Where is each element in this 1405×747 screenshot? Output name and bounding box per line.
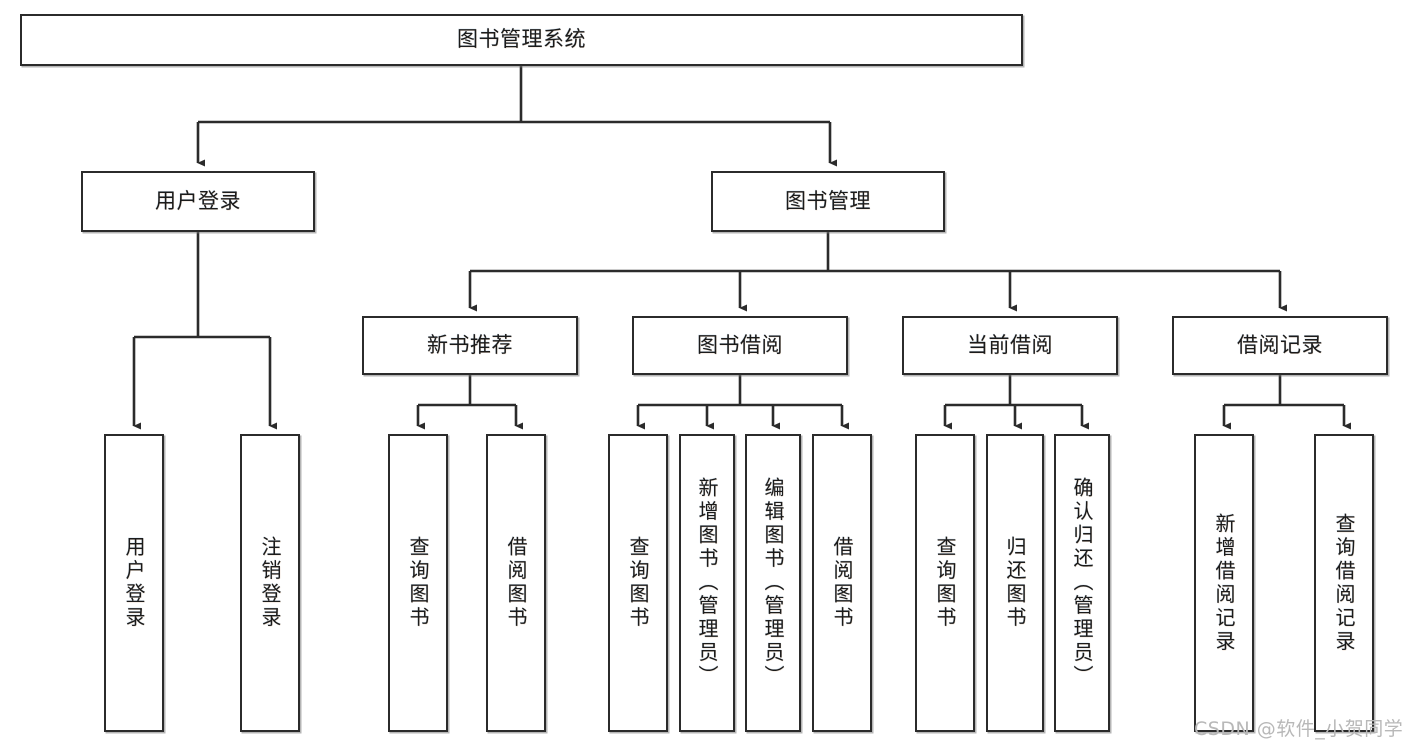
node-leaf-borrow-book-label: 借阅图书 bbox=[830, 536, 854, 630]
node-book-borrow-label: 图书借阅 bbox=[697, 332, 783, 357]
node-leaf-add-book[interactable]: 新增图书（管理员） bbox=[679, 434, 735, 732]
node-borrow-record-label: 借阅记录 bbox=[1237, 332, 1323, 357]
node-leaf-borrow-book-rec[interactable]: 借阅图书 bbox=[486, 434, 546, 732]
node-leaf-query-book-rec-label: 查询图书 bbox=[406, 536, 430, 630]
node-current-borrow[interactable]: 当前借阅 bbox=[902, 316, 1118, 375]
node-book-borrow[interactable]: 图书借阅 bbox=[632, 316, 848, 375]
node-book-manage-label: 图书管理 bbox=[785, 188, 871, 213]
node-leaf-add-book-label: 新增图书（管理员） bbox=[695, 477, 719, 689]
node-leaf-edit-book-label: 编辑图书（管理员） bbox=[761, 477, 785, 689]
node-new-book-recommend-label: 新书推荐 bbox=[427, 332, 513, 357]
csdn-watermark: CSDN @软件_小贺同学 bbox=[1194, 718, 1404, 740]
node-leaf-edit-book[interactable]: 编辑图书（管理员） bbox=[745, 434, 801, 732]
node-root-label: 图书管理系统 bbox=[457, 27, 586, 52]
node-leaf-logout[interactable]: 注销登录 bbox=[240, 434, 300, 732]
node-leaf-query-book-borrow-label: 查询图书 bbox=[626, 536, 650, 630]
node-leaf-query-book-borrow[interactable]: 查询图书 bbox=[608, 434, 668, 732]
node-leaf-query-record[interactable]: 查询借阅记录 bbox=[1314, 434, 1374, 732]
node-leaf-return-book[interactable]: 归还图书 bbox=[986, 434, 1044, 732]
node-leaf-user-login-label: 用户登录 bbox=[122, 536, 146, 630]
node-new-book-recommend[interactable]: 新书推荐 bbox=[362, 316, 578, 375]
node-leaf-query-record-label: 查询借阅记录 bbox=[1332, 512, 1356, 654]
node-leaf-add-record[interactable]: 新增借阅记录 bbox=[1194, 434, 1254, 732]
node-leaf-borrow-book-rec-label: 借阅图书 bbox=[504, 536, 528, 630]
node-leaf-query-book-rec[interactable]: 查询图书 bbox=[388, 434, 448, 732]
node-user-login[interactable]: 用户登录 bbox=[81, 171, 315, 232]
node-leaf-confirm-return-label: 确认归还（管理员） bbox=[1070, 477, 1094, 689]
node-book-manage[interactable]: 图书管理 bbox=[711, 171, 945, 232]
node-leaf-query-book-cur-label: 查询图书 bbox=[933, 536, 957, 630]
node-user-login-label: 用户登录 bbox=[155, 188, 241, 213]
node-root[interactable]: 图书管理系统 bbox=[20, 14, 1023, 66]
node-leaf-user-login[interactable]: 用户登录 bbox=[104, 434, 164, 732]
node-leaf-borrow-book[interactable]: 借阅图书 bbox=[812, 434, 872, 732]
node-leaf-query-book-cur[interactable]: 查询图书 bbox=[915, 434, 975, 732]
node-leaf-logout-label: 注销登录 bbox=[258, 536, 282, 630]
node-current-borrow-label: 当前借阅 bbox=[967, 332, 1053, 357]
node-leaf-confirm-return[interactable]: 确认归还（管理员） bbox=[1054, 434, 1110, 732]
node-borrow-record[interactable]: 借阅记录 bbox=[1172, 316, 1388, 375]
node-leaf-return-book-label: 归还图书 bbox=[1003, 536, 1027, 630]
node-leaf-add-record-label: 新增借阅记录 bbox=[1212, 512, 1236, 654]
